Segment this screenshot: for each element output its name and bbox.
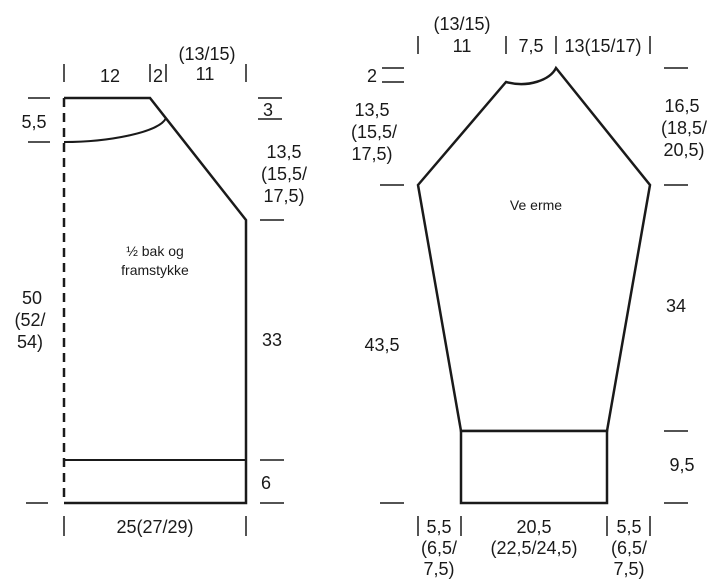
sleeve-right-cap-2: (18,5/ [661, 118, 707, 138]
body-top-width-left: 12 [100, 66, 120, 86]
sleeve-left-cap-2: (15,5/ [351, 122, 397, 142]
body-piece-label-1: ½ bak og [126, 243, 184, 259]
sleeve-bottom-mid-1: 20,5 [516, 517, 551, 537]
body-neck-depth: 5,5 [21, 112, 46, 132]
body-piece-label-2: framstykke [121, 262, 189, 278]
body-bottom-width: 25(27/29) [116, 517, 193, 537]
body-height-3: 54) [17, 332, 43, 352]
sleeve-bottom-left-1: 5,5 [426, 517, 451, 537]
sleeve-bottom-mid-2: (22,5/24,5) [490, 538, 577, 558]
sleeve-bottom-left-2: (6,5/ [421, 538, 457, 558]
sleeve-left-cap-3: 17,5) [351, 144, 392, 164]
sleeve-bottom-right-1: 5,5 [616, 517, 641, 537]
body-height-1: 50 [22, 288, 42, 308]
sleeve-left-length: 43,5 [364, 335, 399, 355]
sleeve-top-right: 13(15/17) [564, 36, 641, 56]
body-armhole-1: 13,5 [266, 142, 301, 162]
body-top-width-right-1: (13/15) [178, 44, 235, 64]
sleeve-right-cap-3: 20,5) [663, 140, 704, 160]
body-piece: 12 2 (13/15) 11 5,5 50 (52/ 54) 3 13,5 (… [14, 44, 307, 537]
sleeve-top-left-1: (13/15) [433, 14, 490, 34]
sleeve-right-length: 34 [666, 296, 686, 316]
sleeve-cuff-height: 9,5 [669, 455, 694, 475]
body-armhole-3: 17,5) [263, 186, 304, 206]
sleeve-piece-label: Ve erme [510, 197, 562, 213]
sleeve-top-left-2: 11 [453, 36, 472, 56]
body-armhole-2: (15,5/ [261, 164, 307, 184]
sleeve-left-cap-1: 13,5 [354, 100, 389, 120]
sleeve-bottom-right-2: (6,5/ [611, 538, 647, 558]
body-side-length: 33 [262, 330, 282, 350]
sleeve-outline [416, 65, 652, 433]
body-height-2: (52/ [14, 310, 45, 330]
sleeve-cuff [459, 429, 609, 505]
body-top-width-mid: 2 [153, 66, 163, 86]
body-rib-height: 6 [261, 473, 271, 493]
sleeve-top-step: 2 [367, 66, 377, 86]
sleeve-right-cap-1: 16,5 [664, 96, 699, 116]
body-top-width-right-2: 11 [196, 64, 215, 84]
body-shoulder-drop: 3 [263, 100, 273, 120]
sleeve-top-mid: 7,5 [518, 36, 543, 56]
body-neck-curve [63, 117, 167, 143]
body-outline [64, 96, 248, 505]
sleeve-bottom-left-3: 7,5) [423, 559, 454, 579]
sleeve-piece: (13/15) 11 7,5 13(15/17) 2 13,5 (15,5/ 1… [351, 14, 707, 579]
sleeve-bottom-right-3: 7,5) [613, 559, 644, 579]
